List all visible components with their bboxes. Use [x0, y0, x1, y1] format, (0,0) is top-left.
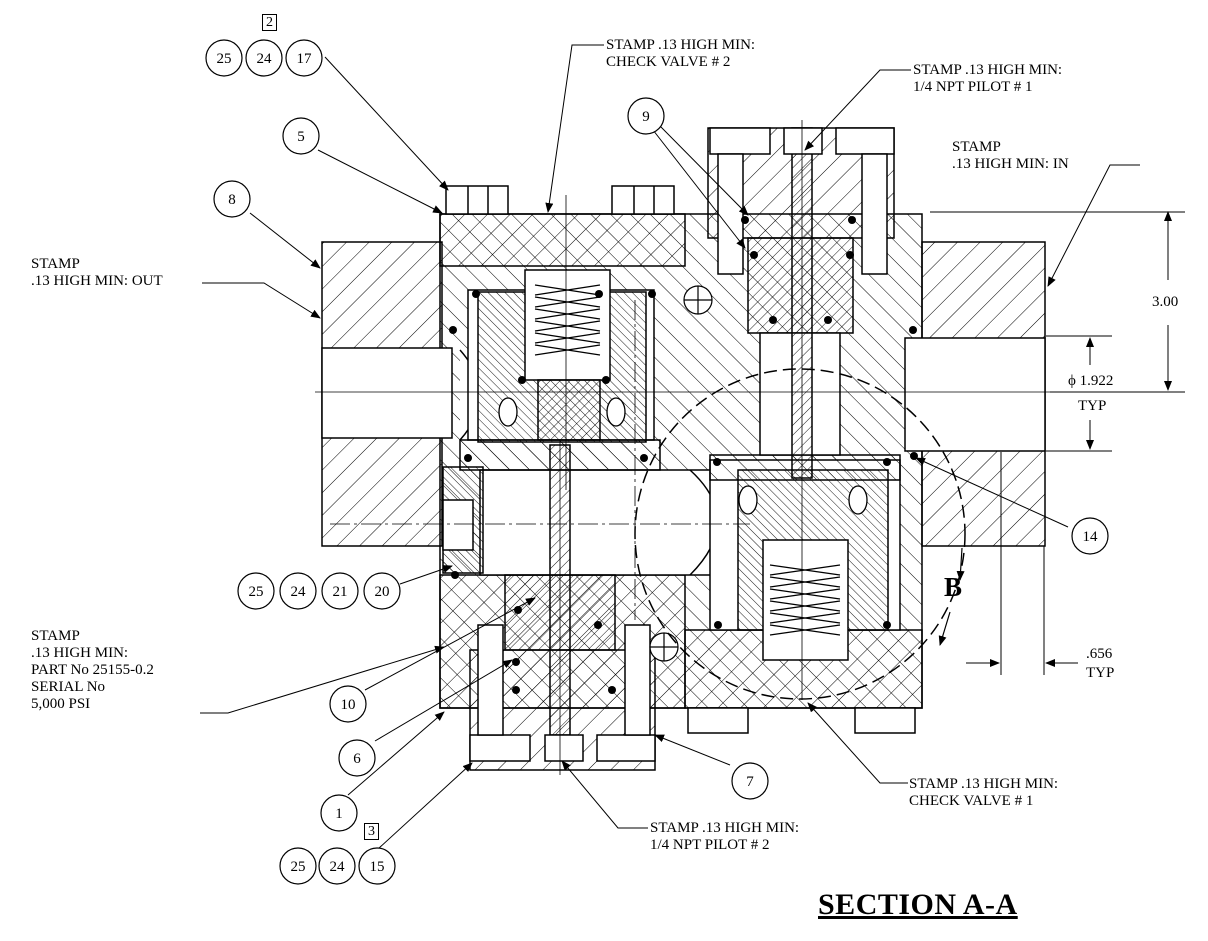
dim-port-diameter: ϕ 1.922: [1068, 373, 1114, 390]
note-pilot-2: STAMP .13 HIGH MIN: 1/4 NPT PILOT # 2: [650, 820, 800, 853]
flag-note-bottom: 3: [364, 823, 379, 840]
balloon-25-b: [237, 572, 275, 610]
balloon-8: [213, 180, 251, 218]
balloon-14: [1071, 517, 1109, 555]
balloon-20-label: 20: [375, 584, 390, 600]
plug-socket: [442, 499, 474, 551]
balloon-17-label: 17: [297, 51, 313, 67]
balloon-21: [321, 572, 359, 610]
check-valve-1-spring-bore: [762, 539, 849, 661]
centerlines: [315, 120, 1050, 775]
note-check-valve-2: STAMP .13 HIGH MIN: CHECK VALVE # 2: [606, 37, 756, 70]
detail-marker-b: B: [944, 572, 963, 602]
outlet-port: [321, 347, 453, 439]
balloon-17: [285, 39, 323, 77]
dim-offset: .656: [1086, 646, 1113, 662]
spring-2: [534, 284, 601, 356]
check-ball-left-1: [738, 485, 758, 515]
balloon-25-a-label: 25: [217, 51, 232, 67]
balloon-8-label: 8: [228, 192, 236, 208]
balloon-25-b-label: 25: [249, 584, 264, 600]
check-valve-2-poppet: [537, 379, 601, 441]
balloon-7: [731, 762, 769, 800]
balloon-1-label: 1: [335, 806, 343, 822]
note-stamp-out: STAMP .13 HIGH MIN: OUT: [31, 256, 163, 289]
balloon-21-label: 21: [333, 584, 348, 600]
balloon-24-b: [279, 572, 317, 610]
top-cap-left: [439, 213, 686, 267]
balloon-25-c: [279, 847, 317, 885]
balloon-15: [358, 847, 396, 885]
balloon-group: [205, 39, 1109, 885]
check-valve-2-spring-bore: [524, 269, 611, 381]
top-bolt-right: [611, 185, 675, 215]
balloon-10-label: 10: [341, 697, 356, 713]
balloon-25-c-label: 25: [291, 859, 306, 875]
dimension-lines: [930, 211, 1185, 675]
balloon-24-a: [245, 39, 283, 77]
flag-note-top: 2: [262, 14, 277, 31]
pilot-2-screw-right: [624, 624, 651, 736]
balloon-10: [329, 685, 367, 723]
bottom-bolt-right: [854, 707, 916, 734]
pilot-1-plug: [783, 127, 823, 155]
pilot-1-screw-left: [717, 153, 744, 275]
check-ball-right-2: [606, 397, 626, 427]
pilot-2-bolt-right: [596, 734, 656, 762]
bottom-bolt-left: [687, 707, 749, 734]
balloon-6: [338, 739, 376, 777]
balloon-15-label: 15: [370, 859, 385, 875]
top-bolt-left: [445, 185, 509, 215]
balloon-25-a: [205, 39, 243, 77]
detail-b-circle: [634, 368, 966, 700]
pilot-2-bolt-left: [469, 734, 531, 762]
pilot-1-bolt-left: [709, 127, 771, 155]
balloon-9: [627, 97, 665, 135]
dim-offset-typ: TYP: [1086, 665, 1115, 681]
note-pilot-1: STAMP .13 HIGH MIN: 1/4 NPT PILOT # 1: [913, 62, 1063, 95]
dim-port-diameter-typ: TYP: [1078, 398, 1107, 415]
balloon-24-c-label: 24: [330, 859, 346, 875]
balloon-5-label: 5: [297, 129, 305, 145]
balloon-24-b-label: 24: [291, 584, 307, 600]
pilot-2-screw-left: [477, 624, 504, 736]
o-rings: [449, 216, 918, 694]
note-part-number: STAMP .13 HIGH MIN: PART No 25155-0.2 SE…: [31, 628, 154, 712]
check-ball-right-1: [848, 485, 868, 515]
balloon-6-label: 6: [353, 751, 361, 767]
balloon-20: [363, 572, 401, 610]
pilot-1-screw-right: [861, 153, 888, 275]
balloon-5: [282, 117, 320, 155]
dim-height: 3.00: [1152, 294, 1179, 311]
pilot-2-plug: [544, 734, 584, 762]
check-ball-left-2: [498, 397, 518, 427]
balloon-24-a-label: 24: [257, 51, 273, 67]
balloon-7-label: 7: [746, 774, 754, 790]
balloon-1: [320, 794, 358, 832]
leaders: [200, 44, 1140, 850]
pilot-1-bolt-right: [835, 127, 895, 155]
balloon-24-c: [318, 847, 356, 885]
balloon-14-label: 14: [1083, 529, 1099, 545]
inlet-port: [904, 337, 1046, 452]
section-title: SECTION A-A: [818, 888, 1018, 921]
spring-1: [769, 564, 841, 636]
note-stamp-in: STAMP .13 HIGH MIN: IN: [952, 139, 1069, 172]
balloon-9-label: 9: [642, 109, 650, 125]
note-check-valve-1: STAMP .13 HIGH MIN: CHECK VALVE # 1: [909, 776, 1059, 809]
crossdrill-symbols: [649, 285, 713, 662]
